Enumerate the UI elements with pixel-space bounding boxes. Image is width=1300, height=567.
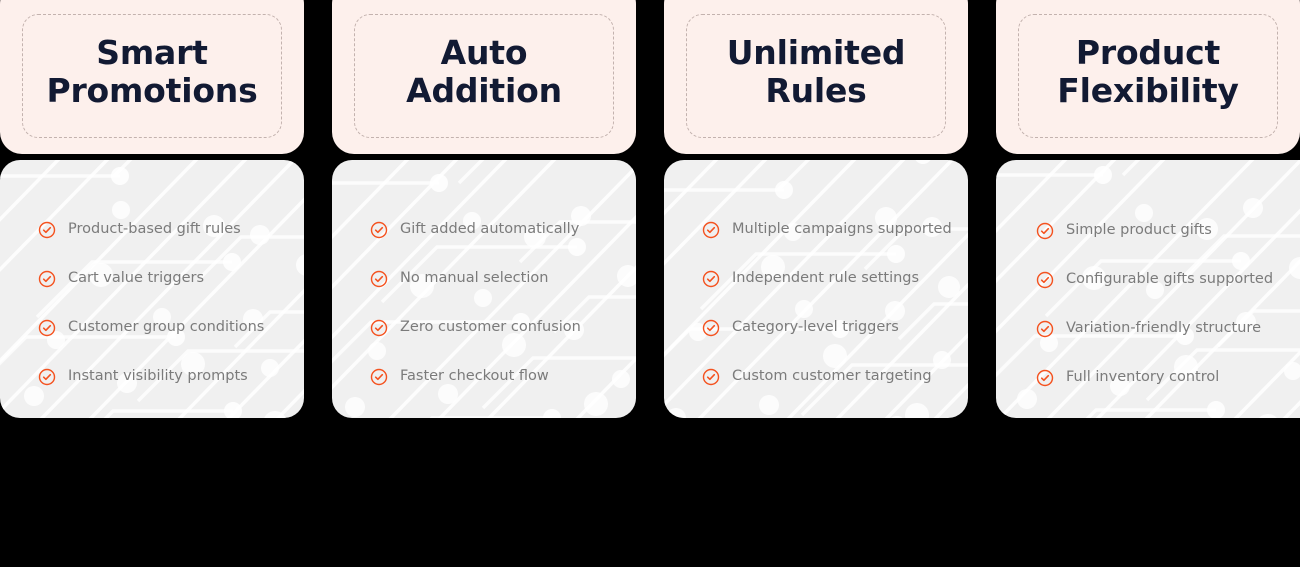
feature-list-item: No manual selection — [370, 254, 636, 303]
check-circle-icon — [370, 221, 388, 238]
feature-list: Gift added automatically No manual selec… — [332, 160, 636, 401]
feature-list-item: Configurable gifts supported — [1036, 255, 1300, 304]
feature-label: Cart value triggers — [68, 270, 205, 287]
feature-list-item: Multiple campaigns supported — [702, 205, 968, 254]
card-title: Product Flexibility — [1057, 32, 1239, 110]
check-circle-icon — [702, 221, 720, 238]
feature-list: Multiple campaigns supported Independent… — [664, 160, 968, 401]
check-circle-icon — [702, 319, 720, 336]
check-circle-icon — [370, 319, 388, 336]
feature-card-3: Product Flexibility Simple product gifts… — [996, 0, 1300, 418]
feature-list-item: Custom customer targeting — [702, 352, 968, 401]
feature-list-item: Cart value triggers — [38, 254, 304, 303]
feature-label: Simple product gifts — [1066, 222, 1212, 239]
check-circle-icon — [38, 270, 56, 287]
card-title: Smart Promotions — [46, 32, 258, 110]
feature-list-item: Gift added automatically — [370, 205, 636, 254]
feature-list-item: Zero customer confusion — [370, 303, 636, 352]
card-header-2: Unlimited Rules — [664, 0, 968, 154]
feature-list-item: Variation-friendly structure — [1036, 304, 1300, 353]
feature-card-1: Auto Addition Gift added automatically N… — [332, 0, 636, 418]
feature-list-item: Independent rule settings — [702, 254, 968, 303]
feature-label: Custom customer targeting — [732, 368, 932, 385]
feature-list-item: Faster checkout flow — [370, 352, 636, 401]
card-body-1: Gift added automatically No manual selec… — [332, 160, 636, 418]
feature-list-item: Customer group conditions — [38, 303, 304, 352]
feature-label: Instant visibility prompts — [68, 368, 248, 385]
check-circle-icon — [1036, 320, 1054, 337]
feature-label: Customer group conditions — [68, 319, 265, 336]
check-circle-icon — [370, 270, 388, 287]
card-header-0: Smart Promotions — [0, 0, 304, 154]
feature-label: Variation-friendly structure — [1066, 320, 1261, 337]
card-header-3: Product Flexibility — [996, 0, 1300, 154]
feature-label: Zero customer confusion — [400, 319, 581, 336]
check-circle-icon — [702, 368, 720, 385]
check-circle-icon — [1036, 222, 1054, 239]
circuit-pattern — [996, 160, 1300, 418]
check-circle-icon — [1036, 369, 1054, 386]
check-circle-icon — [38, 368, 56, 385]
feature-label: Category-level triggers — [732, 319, 899, 336]
card-body-0: Product-based gift rules Cart value trig… — [0, 160, 304, 418]
card-title: Unlimited Rules — [726, 32, 906, 110]
feature-list-item: Instant visibility prompts — [38, 352, 304, 401]
feature-label: Product-based gift rules — [68, 221, 241, 238]
feature-card-0: Smart Promotions Product-based gift rule… — [0, 0, 304, 418]
check-circle-icon — [702, 270, 720, 287]
card-header-1: Auto Addition — [332, 0, 636, 154]
check-circle-icon — [1036, 271, 1054, 288]
feature-list-item: Simple product gifts — [1036, 206, 1300, 255]
check-circle-icon — [370, 368, 388, 385]
card-title: Auto Addition — [406, 32, 562, 110]
feature-label: Faster checkout flow — [400, 368, 549, 385]
circuit-pattern — [332, 160, 636, 418]
check-circle-icon — [38, 319, 56, 336]
feature-list-item: Full inventory control — [1036, 353, 1300, 402]
feature-list: Simple product gifts Configurable gifts … — [996, 160, 1300, 402]
check-circle-icon — [38, 221, 56, 238]
circuit-pattern — [0, 160, 304, 418]
feature-list: Product-based gift rules Cart value trig… — [0, 160, 304, 401]
feature-card-2: Unlimited Rules Multiple campaigns suppo… — [664, 0, 968, 418]
feature-label: Full inventory control — [1066, 369, 1220, 386]
feature-label: Independent rule settings — [732, 270, 920, 287]
card-body-3: Simple product gifts Configurable gifts … — [996, 160, 1300, 418]
feature-list-item: Category-level triggers — [702, 303, 968, 352]
feature-label: Gift added automatically — [400, 221, 580, 238]
feature-label: Configurable gifts supported — [1066, 271, 1274, 288]
feature-label: Multiple campaigns supported — [732, 221, 952, 238]
feature-label: No manual selection — [400, 270, 549, 287]
feature-list-item: Product-based gift rules — [38, 205, 304, 254]
circuit-pattern — [664, 160, 968, 418]
card-body-2: Multiple campaigns supported Independent… — [664, 160, 968, 418]
